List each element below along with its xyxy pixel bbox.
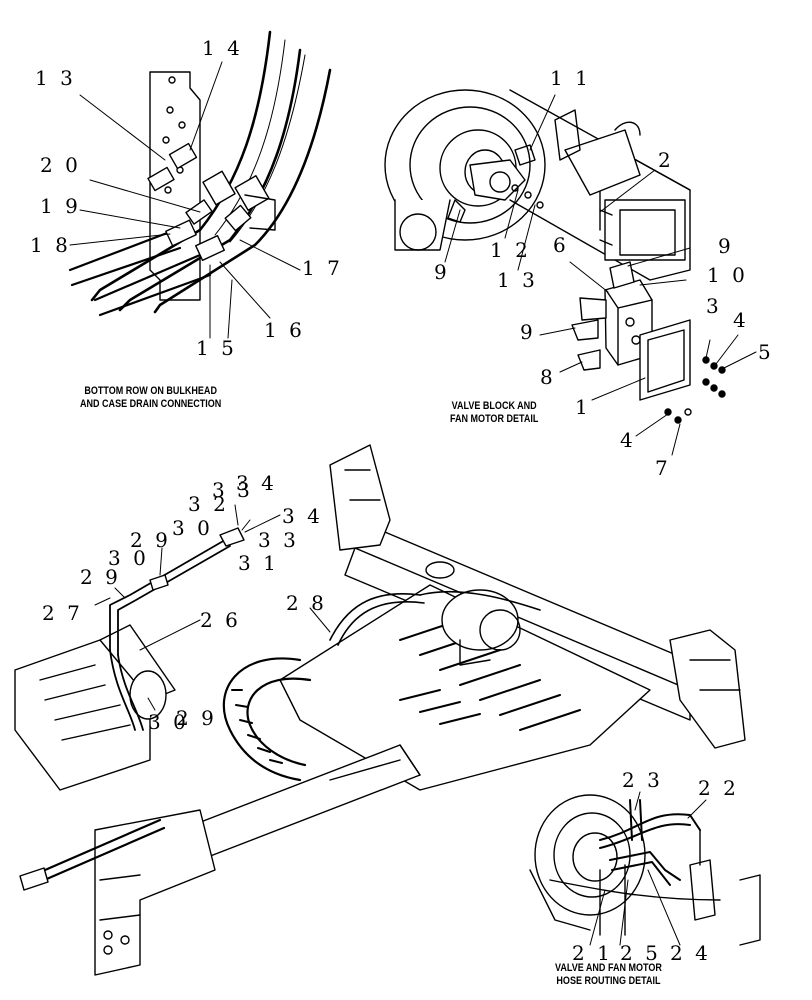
- callout-2: 2: [658, 148, 674, 172]
- callout-28: 2 8: [286, 591, 327, 615]
- callout-31: 3 1: [238, 551, 279, 575]
- callout-4: 4: [733, 308, 749, 332]
- valve-block-detail-caption: VALVE BLOCK AND FAN MOTOR DETAIL: [450, 400, 538, 426]
- callout-29: 2 9: [176, 706, 217, 730]
- valve-block-detail-drawing: [384, 89, 757, 456]
- callout-15: 1 5: [196, 336, 237, 360]
- caption-line: FAN MOTOR DETAIL: [450, 413, 539, 425]
- callout-24: 2 4: [670, 941, 711, 965]
- callout-6: 6: [553, 233, 569, 257]
- callout-14: 1 4: [202, 36, 243, 60]
- hose-routing-detail-caption: VALVE AND FAN MOTOR HOSE ROUTING DETAIL: [555, 962, 662, 988]
- callout-9: 9: [520, 320, 536, 344]
- callout-29: 2 9: [80, 565, 121, 589]
- callout-30: 3 0: [172, 516, 213, 540]
- callout-5: 5: [758, 340, 774, 364]
- callout-16: 1 6: [264, 318, 305, 342]
- callout-34: 3 4: [282, 504, 323, 528]
- callout-9: 9: [434, 260, 450, 284]
- caption-line: VALVE BLOCK AND: [451, 400, 537, 412]
- callout-19: 1 9: [40, 194, 81, 218]
- hose-routing-detail-drawing: [520, 791, 761, 950]
- callout-8: 8: [540, 365, 556, 389]
- caption-line: BOTTOM ROW ON BULKHEAD: [84, 385, 217, 397]
- callout-7: 7: [655, 456, 671, 480]
- callout-13: 1 3: [497, 268, 538, 292]
- callout-17: 1 7: [302, 256, 343, 280]
- callout-30: 3 0: [108, 546, 149, 570]
- callout-34: 3 4: [236, 471, 277, 495]
- callout-23: 2 3: [622, 768, 663, 792]
- callout-11: 1 1: [550, 66, 591, 90]
- caption-line: HOSE ROUTING DETAIL: [556, 975, 661, 987]
- callout-21: 2 1: [572, 941, 613, 965]
- callout-22: 2 2: [698, 776, 739, 800]
- callout-29: 2 9: [130, 528, 171, 552]
- callout-27: 2 7: [42, 601, 83, 625]
- callout-4: 4: [620, 428, 636, 452]
- callout-13: 1 3: [35, 66, 76, 90]
- callout-32: 3 2: [188, 492, 229, 516]
- caption-line: AND CASE DRAIN CONNECTION: [80, 398, 222, 410]
- callout-10: 1 0: [707, 263, 748, 287]
- callout-3: 3: [706, 294, 722, 318]
- callout-20: 2 0: [40, 153, 81, 177]
- callout-30: 3 0: [148, 710, 189, 734]
- bulkhead-detail-caption: BOTTOM ROW ON BULKHEAD AND CASE DRAIN CO…: [80, 385, 221, 411]
- callout-33: 3 3: [212, 478, 253, 502]
- callout-18: 1 8: [30, 233, 71, 257]
- bulkhead-detail-drawing: [68, 30, 332, 339]
- callout-1: 1: [575, 395, 591, 419]
- callout-26: 2 6: [200, 608, 241, 632]
- callout-33: 3 3: [258, 528, 299, 552]
- callout-9: 9: [718, 234, 734, 258]
- callout-25: 2 5: [620, 941, 661, 965]
- caption-line: VALVE AND FAN MOTOR: [555, 962, 662, 974]
- callout-12: 1 2: [490, 238, 531, 262]
- main-assembly-drawing: [14, 444, 746, 976]
